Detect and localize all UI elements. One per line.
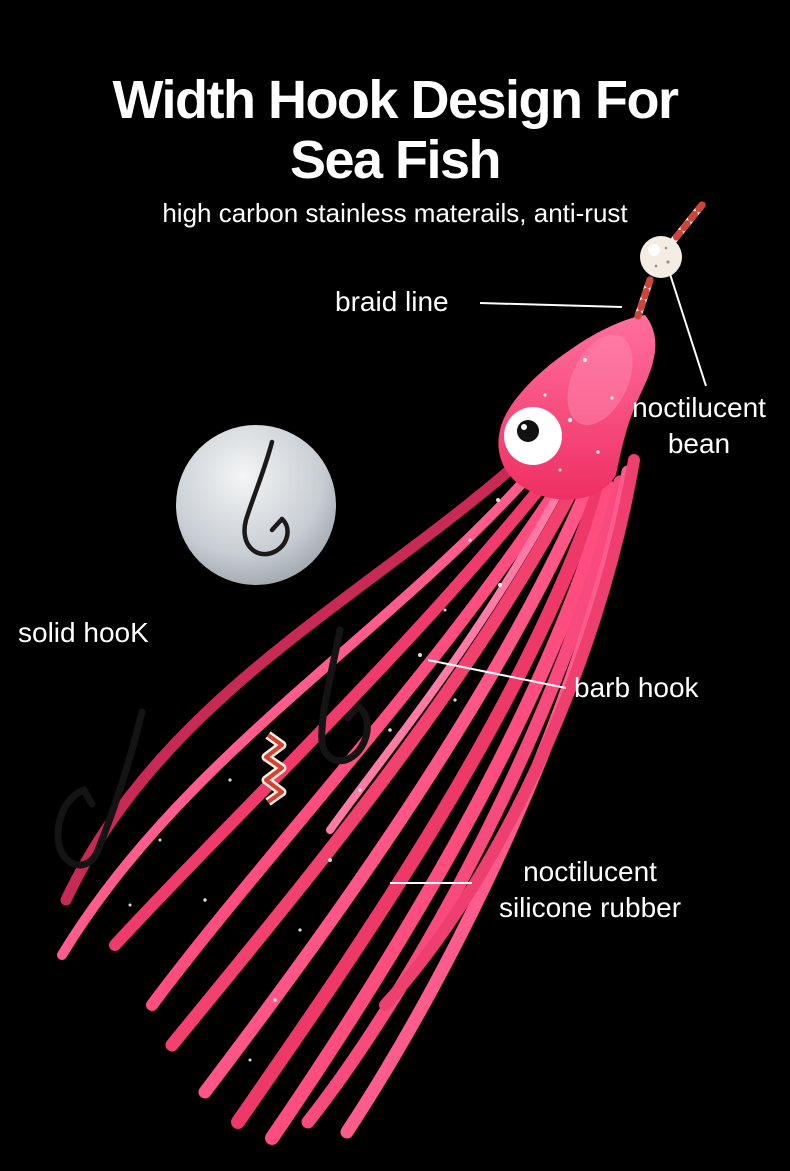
barb-hook-pointer	[427, 659, 567, 689]
page-subtitle: high carbon stainless materails, anti-ru…	[162, 198, 628, 228]
page-title-line1: Width Hook Design For	[112, 70, 679, 131]
callout-braid-line: braid line	[335, 286, 449, 317]
lure-tentacles	[57, 454, 640, 1145]
callout-silicone-rubber-line1: noctilucent	[523, 856, 657, 887]
page-title-line2: Sea Fish	[289, 130, 502, 191]
callout-solid-hook: solid hooK	[18, 617, 149, 648]
callout-noctilucent-bean: noctilucent bean	[614, 390, 784, 462]
bean-pointer	[669, 273, 707, 387]
callout-noctilucent-bean-line2: bean	[667, 428, 731, 459]
callout-lines	[390, 273, 707, 884]
glitter-speckles	[128, 358, 614, 1062]
braid-line-icon	[634, 201, 706, 320]
callout-barb-hook: barb hook	[574, 672, 699, 703]
lure-eye	[504, 407, 562, 465]
callout-silicone-rubber-line2: silicone rubber	[498, 892, 682, 923]
callout-noctilucent-bean-line1: noctilucent	[632, 392, 766, 423]
solid-hook-icon	[54, 708, 146, 869]
braid-line-pointer	[479, 302, 623, 308]
hook-inset-icon	[176, 425, 336, 585]
noctilucent-bead-icon	[640, 236, 682, 278]
page-title: Width Hook Design For Sea Fish	[0, 70, 790, 190]
callout-silicone-rubber: noctilucent silicone rubber	[470, 854, 710, 926]
spring-coil-icon	[261, 731, 287, 806]
barb-hook-icon	[318, 626, 371, 765]
